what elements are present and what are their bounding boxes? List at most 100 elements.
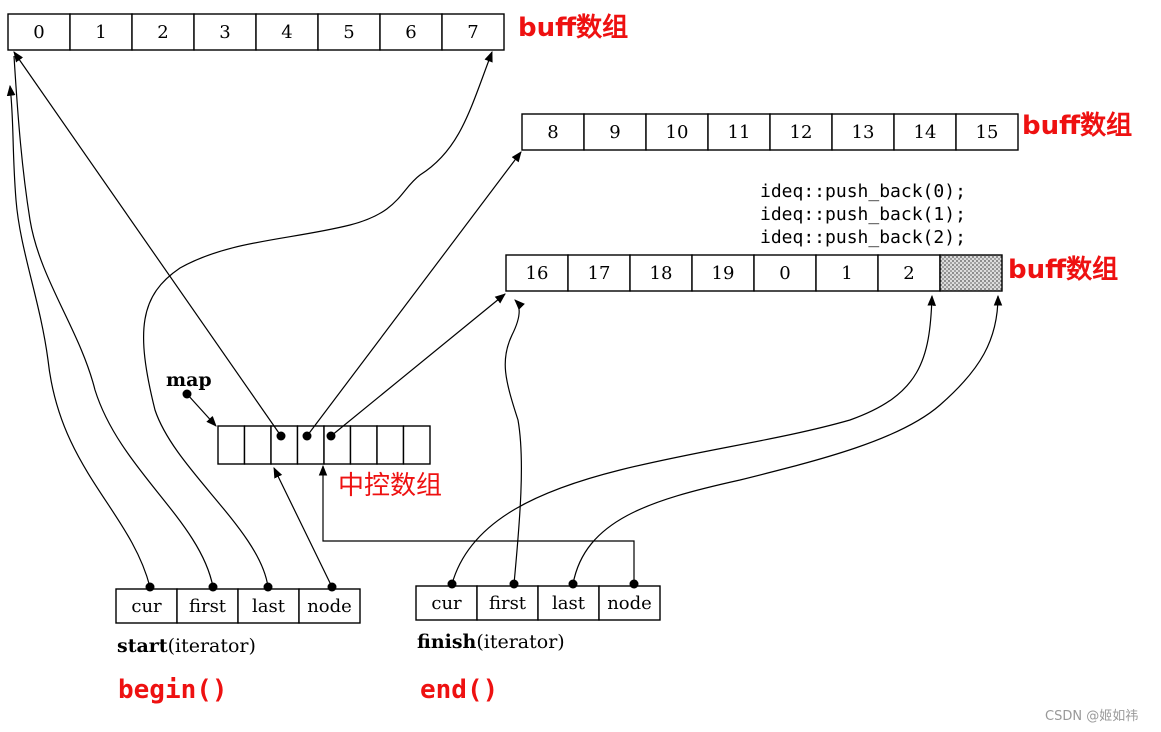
buffer-3-cell-5 <box>815 254 879 292</box>
finish-iterator: cur first last node finish(iterator) end() <box>415 585 661 705</box>
start-first-line <box>13 55 214 588</box>
buffer-3-cell-label: 19 <box>712 263 735 284</box>
buffer-3-label: buff数组 <box>1008 254 1118 285</box>
finish-field-cell-label: first <box>489 593 527 614</box>
buffer-1-cell-label: 7 <box>467 22 478 43</box>
map-array: map 中控数组 <box>166 369 442 501</box>
finish-cur-arrow <box>451 294 937 585</box>
start-name: start <box>117 635 168 657</box>
start-field-cell-3 <box>298 588 361 624</box>
buffer-2-cell-label: 11 <box>728 122 751 143</box>
start-suffix: (iterator) <box>168 635 256 657</box>
finish-field-cell-label: cur <box>431 593 462 614</box>
buffer-2-cell-label: 14 <box>914 122 937 143</box>
buffer-3-cell-4 <box>753 254 817 292</box>
buffer-1-cell-label: 2 <box>157 22 168 43</box>
buffer-2-cell-3 <box>707 113 771 151</box>
buffer-1-cell-4 <box>255 13 319 51</box>
start-field-cell-1 <box>176 588 239 624</box>
finish-field-cell-3 <box>598 585 661 621</box>
buffer-3-cell-label: 1 <box>841 263 852 284</box>
buffer-1-cell-label: 4 <box>281 22 292 43</box>
buffer-3-cell-label: 0 <box>779 263 790 284</box>
buffer-1-cell-label: 1 <box>95 22 106 43</box>
buffer-3: 16 17 18 19 0 1 2 buff数组 <box>505 254 1118 292</box>
buffer-3-cell-2 <box>629 254 693 292</box>
finish-field-cell-label: last <box>552 593 586 614</box>
begin-label: begin() <box>118 675 228 705</box>
finish-node-arrow <box>318 464 635 584</box>
buffer-3-cell-label: 17 <box>588 263 611 284</box>
buffer-1-label: buff数组 <box>518 12 628 43</box>
map-to-buffer-1-arrow <box>13 51 282 437</box>
buffer-1-cell-1 <box>69 13 133 51</box>
start-last-arrow <box>142 50 493 588</box>
map-slot-cell-2 <box>270 425 299 465</box>
buffer-2-cell-4 <box>769 113 833 151</box>
start-field-cell-2 <box>237 588 300 624</box>
buffer-2-cell-7 <box>955 113 1019 151</box>
finish-caption: finish(iterator) <box>417 631 565 653</box>
map-slot-cell-7 <box>402 425 431 465</box>
end-label: end() <box>420 675 498 705</box>
start-node-arrow <box>273 467 333 588</box>
map-arrow <box>186 393 217 427</box>
buffer-1: 0 1 2 3 4 5 6 7 buff数组 <box>7 12 628 51</box>
finish-last-arrow <box>572 294 1003 585</box>
map-slot-cell-3 <box>296 425 325 465</box>
buffer-1-cell-label: 0 <box>33 22 44 43</box>
map-slot-cell-4 <box>323 425 352 465</box>
buffer-3-cell-7 <box>939 254 1003 292</box>
map-slot-cell-6 <box>376 425 405 465</box>
buffer-2-cell-label: 10 <box>666 122 689 143</box>
buffer-3-cell-6 <box>877 254 941 292</box>
buffer-1-cell-6 <box>379 13 443 51</box>
map-array-label: 中控数组 <box>338 471 442 501</box>
start-cur-arrow <box>6 84 151 588</box>
buffer-1-cell-2 <box>131 13 195 51</box>
buffer-3-cell-label: 16 <box>526 263 549 284</box>
code-line-1: ideq::push_back(0); <box>760 181 966 202</box>
buffer-3-cell-0 <box>505 254 569 292</box>
buffer-2-label: buff数组 <box>1022 110 1132 141</box>
start-caption: start(iterator) <box>117 635 256 657</box>
buffer-3-cell-label: 18 <box>650 263 673 284</box>
buffer-1-cell-label: 6 <box>405 22 416 43</box>
buffer-2-cell-1 <box>583 113 647 151</box>
start-field-cell-label: first <box>189 596 227 617</box>
buffer-1-cell-7 <box>441 13 505 51</box>
buffer-1-cell-5 <box>317 13 381 51</box>
finish-suffix: (iterator) <box>476 631 564 653</box>
start-field-cell-label: last <box>252 596 286 617</box>
buffer-2-cell-label: 13 <box>852 122 875 143</box>
code-line-2: ideq::push_back(1); <box>760 204 966 225</box>
buffer-1-cell-label: 5 <box>343 22 354 43</box>
buffer-1-cell-0 <box>7 13 71 51</box>
buffer-1-cell-label: 3 <box>219 22 230 43</box>
buffer-2-cell-label: 15 <box>976 122 999 143</box>
map-slot-cell-5 <box>349 425 378 465</box>
finish-field-cell-label: node <box>607 593 652 614</box>
finish-name: finish <box>417 631 477 653</box>
push-back-code: ideq::push_back(0); ideq::push_back(1); … <box>760 181 966 248</box>
pointer-arrows <box>6 50 1003 592</box>
start-field-cell-label: node <box>307 596 352 617</box>
finish-first-arrow <box>504 299 525 585</box>
map-slot-cell-0 <box>217 425 246 465</box>
watermark: CSDN @姬如祎 <box>1045 708 1138 724</box>
buffer-2-cell-label: 8 <box>547 122 558 143</box>
buffer-2-cell-5 <box>831 113 895 151</box>
start-field-cell-label: cur <box>131 596 162 617</box>
map-label: map <box>166 369 212 391</box>
map-to-buffer-3-arrow <box>330 293 506 437</box>
buffer-2-cell-label: 12 <box>790 122 813 143</box>
buffer-3-cell-3 <box>691 254 755 292</box>
buffer-2-cell-label: 9 <box>609 122 620 143</box>
buffer-3-cell-label: 2 <box>903 263 914 284</box>
start-iterator: cur first last node start(iterator) begin() <box>115 588 361 705</box>
buffer-2-cell-0 <box>521 113 585 151</box>
finish-field-cell-1 <box>476 585 539 621</box>
code-line-3: ideq::push_back(2); <box>760 227 966 248</box>
map-slot-cell-1 <box>243 425 272 465</box>
